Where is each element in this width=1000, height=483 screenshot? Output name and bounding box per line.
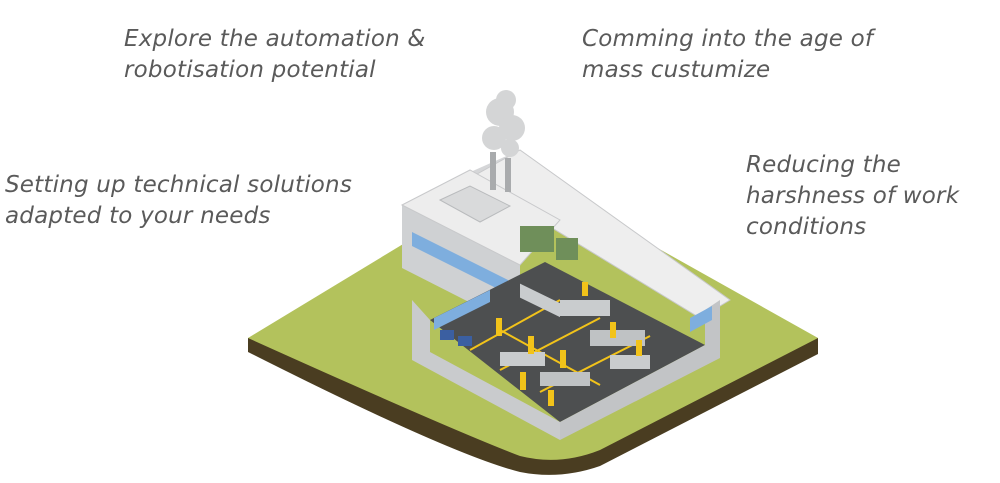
caption-line: mass custumize: [582, 57, 771, 83]
robot-arms: [496, 282, 642, 406]
office-windows: [412, 232, 508, 294]
left-inner-wall: [412, 300, 560, 440]
caption-mass-customize: Comming into the age of mass custumize: [582, 24, 873, 86]
caption-automation-potential: Explore the automation & robotisation po…: [124, 24, 426, 86]
caption-technical-solutions: Setting up technical solutions adapted t…: [5, 170, 352, 232]
caption-line: conditions: [746, 214, 867, 240]
factory-building: [400, 90, 731, 440]
caption-line: Comming into the age of: [582, 26, 874, 52]
factory-floor: [430, 262, 705, 422]
caption-line: Explore the automation &: [124, 26, 426, 52]
production-machines: [500, 226, 650, 386]
caption-line: robotisation potential: [124, 57, 376, 83]
roof-unit: [438, 185, 512, 223]
caption-work-conditions: Reducing the harshness of work condition…: [746, 150, 959, 243]
chimney: [490, 152, 496, 190]
caption-line: Setting up technical solutions: [5, 172, 353, 198]
control-screens: [440, 330, 472, 346]
left-wall-windows: [434, 290, 490, 330]
chimney: [505, 158, 511, 192]
caption-line: adapted to your needs: [5, 203, 271, 229]
caption-line: Reducing the: [746, 152, 901, 178]
front-wall-right: [560, 300, 720, 440]
smoke-icon: [482, 90, 525, 157]
caption-line: harshness of work: [746, 183, 960, 209]
end-windows: [690, 306, 712, 332]
roof-strip: [469, 149, 731, 319]
